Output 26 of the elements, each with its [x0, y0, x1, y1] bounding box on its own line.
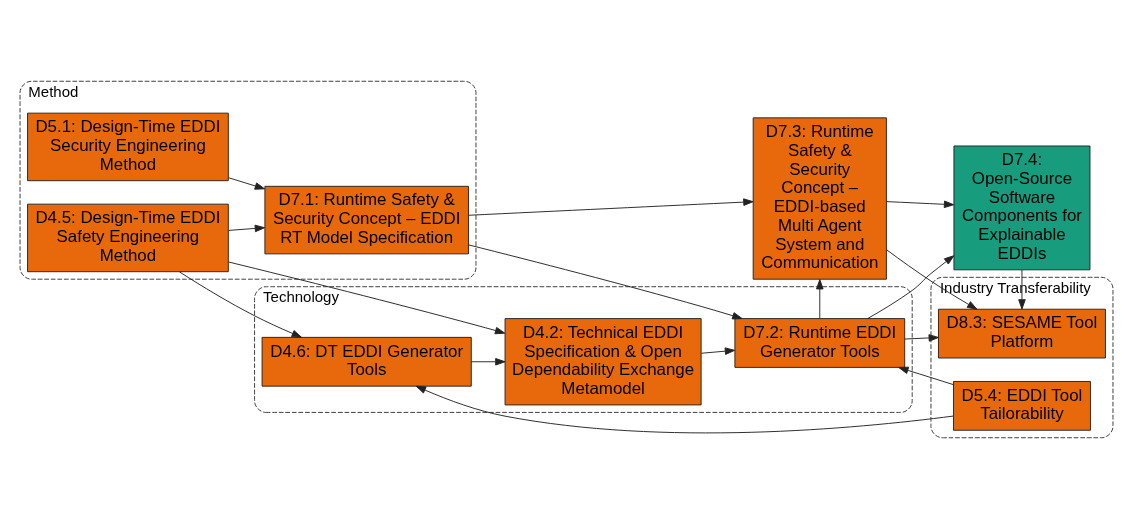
node-box: D7.3: Runtime Safety & Security Concept – EDDI-based Multi Agent System and Communication	[752, 117, 887, 280]
arrow	[471, 358, 506, 366]
arrow	[898, 366, 954, 386]
arrow	[468, 244, 743, 320]
node-box: D7.1: Runtime Safety & Security Concept – EDDI RT Model Specification	[264, 185, 469, 255]
arrow	[415, 385, 954, 434]
arrow	[179, 271, 302, 338]
node-box: D4.6: DT EDDI Generator Tools	[261, 336, 472, 387]
node-box: D8.3: SESAME Tool Platform	[938, 308, 1106, 359]
arrow	[904, 334, 939, 342]
arrow	[816, 279, 824, 319]
arrow	[228, 224, 266, 233]
node-box: D7.4: Open-Source Software Components for Explainable EDDIs	[953, 145, 1091, 271]
node-box: D5.1: Design-Time EDDI Security Engineering Method	[27, 112, 229, 182]
node-box: D5.4: EDDI Tool Tailorability	[953, 381, 1091, 431]
arrow	[867, 255, 955, 319]
node-box: D7.2: Runtime EDDI Generator Tools	[734, 318, 906, 368]
arrow	[228, 261, 506, 335]
arrow	[1018, 269, 1026, 310]
node-box: D4.5: Design-Time EDDI Safety Engineering Method	[27, 203, 229, 273]
arrow	[886, 249, 978, 310]
node-box: D4.2: Technical EDDI Specification & Open Dependability Exchange Metamodel	[504, 318, 702, 406]
arrow	[700, 347, 736, 355]
arrow	[468, 198, 754, 216]
arrow	[228, 177, 266, 190]
arrow	[886, 200, 955, 209]
